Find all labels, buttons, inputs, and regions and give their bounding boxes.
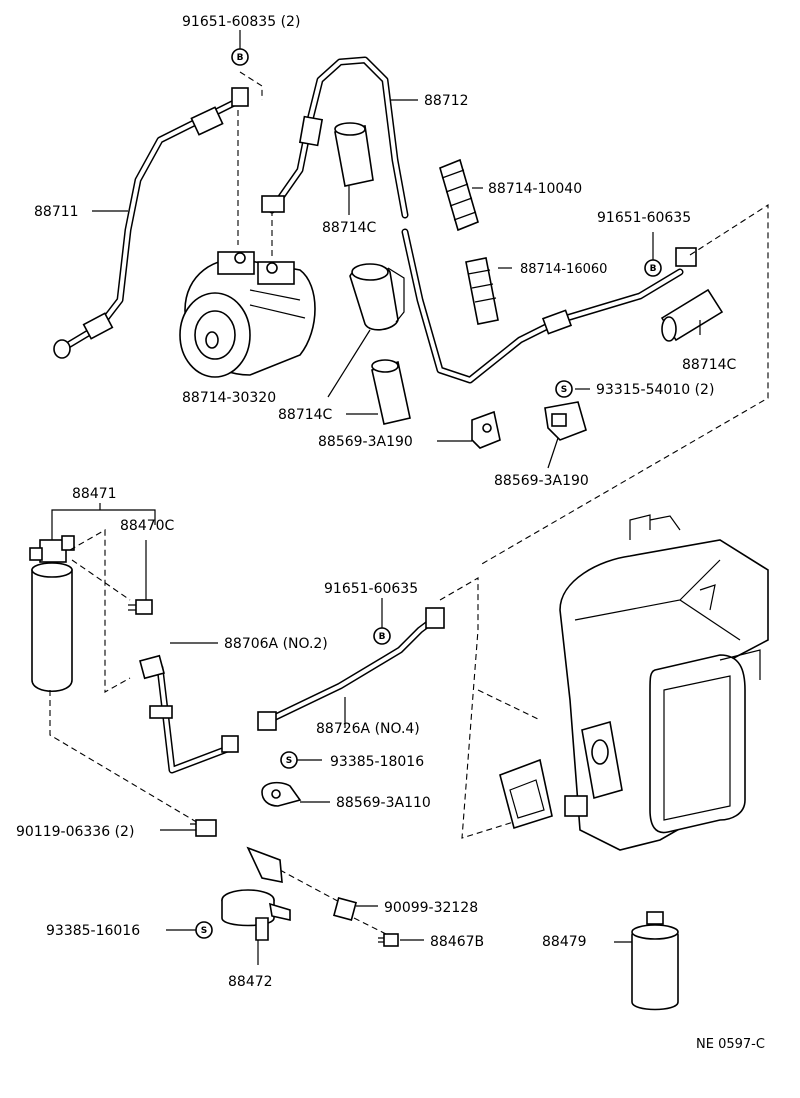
top-leader-lines xyxy=(92,30,701,469)
callout-label: 88714C xyxy=(322,220,377,236)
callout-label: 90099-32128 xyxy=(384,900,478,916)
bracket-88472 xyxy=(221,846,291,941)
callout-label: 88470C xyxy=(120,518,175,534)
b-symbol-letter: B xyxy=(237,53,244,63)
nut-90099 xyxy=(332,896,358,922)
lower-left-dashed xyxy=(49,529,389,936)
sleeve-88714c-c xyxy=(660,288,724,342)
callout-label: 91651-60635 xyxy=(324,581,418,597)
bottle-88479 xyxy=(631,911,679,1011)
clamp-88569-left xyxy=(471,410,501,449)
b-symbol-top: B xyxy=(231,48,249,66)
callout-label: 91651-60835 (2) xyxy=(182,14,300,30)
clamp-88569-3a110 xyxy=(261,781,302,807)
sleeve-88714c-b xyxy=(371,359,411,425)
callout-label: 93385-18016 xyxy=(330,754,424,770)
callout-label: 91651-60635 xyxy=(597,210,691,226)
b-symbol-letter: B xyxy=(379,632,386,642)
bolt-90119 xyxy=(190,819,217,837)
evaporator-dashed-left xyxy=(477,689,541,721)
s-symbol-lower: S xyxy=(195,921,213,939)
callout-label: 88711 xyxy=(34,204,79,220)
evaporator-unit xyxy=(499,514,769,851)
screw-88467b xyxy=(378,933,399,947)
pipe-88726a xyxy=(257,607,445,731)
s-symbol-letter: S xyxy=(201,926,207,936)
callout-label: 88726A (NO.4) xyxy=(316,721,420,737)
top-right-dashed-frame xyxy=(479,203,769,566)
callout-label: 88714-30320 xyxy=(182,390,276,406)
evaporator-dashed-frame xyxy=(439,577,521,839)
callout-label: 88714-10040 xyxy=(488,181,582,197)
pipe-88706a xyxy=(139,654,239,774)
callout-label: 88714-16060 xyxy=(520,262,607,277)
callout-label: 93315-54010 (2) xyxy=(596,382,714,398)
callout-label: 90119-06336 (2) xyxy=(16,824,134,840)
callout-label: 88569-3A190 xyxy=(494,473,589,489)
clamp-88569-right xyxy=(544,401,587,441)
callout-label: 88706A (NO.2) xyxy=(224,636,328,652)
discharge-hose xyxy=(53,87,249,359)
bolt-88470c xyxy=(128,599,153,615)
receiver-bracket-line xyxy=(51,509,156,540)
callout-label: 88472 xyxy=(228,974,273,990)
callout-label: 88569-3A110 xyxy=(336,795,431,811)
callout-label: 88712 xyxy=(424,93,469,109)
callout-label: 88714C xyxy=(682,357,737,373)
callout-label: 88714C xyxy=(278,407,333,423)
sleeve-88714-30320 xyxy=(349,263,405,331)
sleeve-88714-16060 xyxy=(465,257,499,325)
s-symbol-letter: S xyxy=(286,756,292,766)
s-symbol-top: S xyxy=(555,380,573,398)
callout-label: 88471 xyxy=(72,486,117,502)
b-symbol-right: B xyxy=(644,259,662,277)
callout-label: 93385-16016 xyxy=(46,923,140,939)
receiver-dryer xyxy=(29,535,75,692)
sleeve-88714-10040 xyxy=(439,158,479,232)
compressor xyxy=(179,251,316,378)
sleeve-88714c-a xyxy=(334,122,374,187)
s-symbol-middle: S xyxy=(280,751,298,769)
callout-label: 88479 xyxy=(542,934,587,950)
suction-hose xyxy=(261,56,697,384)
callout-label: 88569-3A190 xyxy=(318,434,413,450)
b-symbol-lower: B xyxy=(373,627,391,645)
callout-label: 88467B xyxy=(430,934,484,950)
s-symbol-letter: S xyxy=(561,385,567,395)
callout-labels: 91651-60835 (2) 88712 88711 88714-10040 … xyxy=(16,14,765,1052)
diagram-code: NE 0597-C xyxy=(696,1037,765,1052)
b-symbol-letter: B xyxy=(650,264,657,274)
